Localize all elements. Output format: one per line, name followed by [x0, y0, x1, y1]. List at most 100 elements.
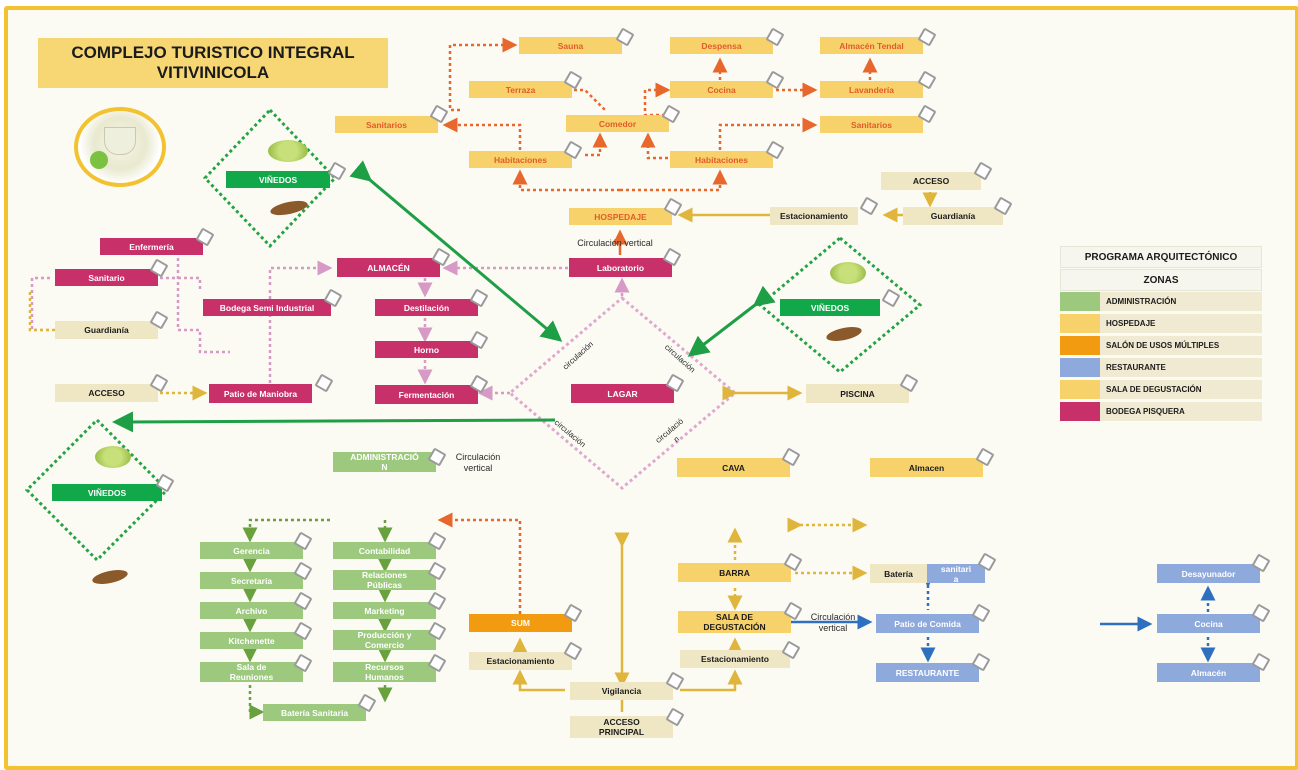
legend-title: PROGRAMA ARQUITECTÓNICO	[1060, 246, 1262, 268]
node-destilacion: Destilación	[375, 299, 478, 316]
node-patio-maniobra: Patio de Maniobra	[209, 384, 312, 403]
grapes-icon	[830, 262, 866, 284]
node-hospedaje: HOSPEDAJE	[569, 208, 672, 225]
node-cocina-restaurante: Cocina	[1157, 614, 1260, 633]
sanitaria-line-2: a	[953, 573, 959, 584]
legend-item: RESTAURANTE	[1060, 358, 1262, 379]
legend-swatch	[1060, 336, 1100, 355]
relaciones-line-1: Relaciones	[362, 570, 407, 580]
node-almacen-tendal: Almacén Tendal	[820, 37, 923, 54]
legend-item: SALÓN DE USOS MÚLTIPLES	[1060, 336, 1262, 357]
legend-swatch	[1060, 292, 1100, 311]
legend-subtitle: ZONAS	[1060, 269, 1262, 291]
node-sauna: Sauna	[519, 37, 622, 54]
legend-item: BODEGA PISQUERA	[1060, 402, 1262, 423]
node-laboratorio: Laboratorio	[569, 258, 672, 277]
label-circulacion-vertical-hospedaje: Circulación vertical	[577, 238, 653, 248]
node-piscina: PISCINA	[806, 384, 909, 403]
node-enfermeria: Enfermería	[100, 238, 203, 255]
title-line-1: COMPLEJO TURISTICO INTEGRAL	[71, 43, 355, 62]
node-restaurante: RESTAURANTE	[876, 663, 979, 682]
relaciones-line-2: Públicas	[367, 580, 402, 590]
node-estacionamiento-sum: Estacionamiento	[469, 652, 572, 670]
node-acceso-bodega: ACCESO	[55, 384, 158, 402]
legend-item: SALA DE DEGUSTACIÓN	[1060, 380, 1262, 401]
node-lavanderia: Lavandería	[820, 81, 923, 98]
acceso-principal-line-2: PRINCIPAL	[598, 727, 645, 737]
produccion-line-2: Comercio	[364, 640, 405, 650]
grapes-icon	[95, 446, 131, 468]
node-archivo: Archivo	[200, 602, 303, 619]
produccion-line-1: Producción y	[357, 630, 412, 640]
rrhh-line-1: Recursos	[365, 662, 404, 672]
node-secretaria: Secretaría	[200, 572, 303, 589]
node-cocina: Cocina	[670, 81, 773, 98]
legend-swatch	[1060, 402, 1100, 421]
node-sanitarios-left: Sanitarios	[335, 116, 438, 133]
administracion-line-1: ADMINISTRACIÓ	[350, 452, 419, 462]
node-guardiania-bodega: Guardianía	[55, 321, 158, 339]
node-fermentacion: Fermentación	[375, 385, 478, 404]
legend-label: BODEGA PISQUERA	[1100, 402, 1262, 421]
node-sanitario: Sanitario	[55, 269, 158, 286]
node-almacen-restaurante: Almacén	[1157, 663, 1260, 682]
sala-degustacion-line-2: DEGUSTACIÓN	[703, 622, 766, 632]
legend-item: HOSPEDAJE	[1060, 314, 1262, 335]
diagram-title: COMPLEJO TURISTICO INTEGRAL VITIVINICOLA	[38, 38, 388, 88]
rrhh-line-2: Humanos	[365, 672, 404, 682]
node-despensa: Despensa	[670, 37, 773, 54]
vinedos-label-2: VIÑEDOS	[780, 299, 880, 316]
legend-item: ADMINISTRACIÓN	[1060, 292, 1262, 313]
legend-label: RESTAURANTE	[1100, 358, 1262, 377]
vinedos-label-3: VIÑEDOS	[52, 484, 162, 501]
node-bateria-restaurante: Batería	[870, 564, 927, 583]
node-habitaciones-right: Habitaciones	[670, 151, 773, 168]
node-cava: CAVA	[677, 458, 790, 477]
sala-reuniones-line-2: Reuniones	[229, 672, 274, 682]
legend-label: SALÓN DE USOS MÚLTIPLES	[1100, 336, 1262, 355]
node-gerencia: Gerencia	[200, 542, 303, 559]
legend-label: SALA DE DEGUSTACIÓN	[1100, 380, 1262, 399]
node-acceso-top: ACCESO	[881, 172, 981, 190]
node-vigilancia: Vigilancia	[570, 682, 673, 700]
node-horno: Horno	[375, 341, 478, 358]
node-lagar: LAGAR	[571, 384, 674, 403]
node-produccion-comercio: Producción y Comercio	[333, 630, 436, 650]
node-terraza: Terraza	[469, 81, 572, 98]
node-kitchenette: Kitchenette	[200, 632, 303, 649]
circ-degustacion-line-2: vertical	[818, 623, 848, 633]
node-desayunador: Desayunador	[1157, 564, 1260, 583]
node-habitaciones-left: Habitaciones	[469, 151, 572, 168]
sala-reuniones-line-1: Sala de	[236, 662, 267, 672]
node-estacionamiento-degustacion: Estacionamiento	[680, 650, 790, 668]
label-circulacion-vertical-admin: Circulación vertical	[445, 452, 511, 474]
node-sala-degustacion: SALA DE DEGUSTACIÓN	[678, 611, 791, 633]
pisco-glass-logo	[74, 107, 166, 187]
node-barra: BARRA	[678, 563, 791, 582]
node-almacen-bodega: ALMACÉN	[337, 258, 440, 277]
node-administracion: ADMINISTRACIÓ N	[333, 452, 436, 472]
circ-vertical-admin-line-1: Circulación	[455, 452, 501, 462]
node-bateria-sanitaria-admin: Batería Sanitaria	[263, 704, 366, 721]
legend-swatch	[1060, 358, 1100, 377]
node-acceso-principal: ACCESO PRINCIPAL	[570, 716, 673, 738]
node-sanitarios-right: Sanitarios	[820, 116, 923, 133]
sanitaria-line-1: sanitari	[940, 563, 972, 574]
node-sanitaria-restaurante: sanitari a	[927, 563, 985, 584]
node-estacionamiento-top: Estacionamiento	[770, 207, 858, 225]
node-bodega-semi-industrial: Bodega Semi Industrial	[203, 299, 331, 316]
legend-label: ADMINISTRACIÓN	[1100, 292, 1262, 311]
legend-swatch	[1060, 314, 1100, 333]
administracion-line-2: N	[381, 462, 388, 472]
legend-swatch	[1060, 380, 1100, 399]
title-line-2: VITIVINICOLA	[156, 63, 270, 82]
node-sum: SUM	[469, 614, 572, 632]
node-guardiania-top: Guardianía	[903, 207, 1003, 225]
vinedos-label-1: VIÑEDOS	[226, 171, 330, 188]
legend-label: HOSPEDAJE	[1100, 314, 1262, 333]
vinedo-diamond-1	[202, 107, 338, 249]
grapes-icon	[268, 140, 308, 162]
acceso-principal-line-1: ACCESO	[603, 717, 640, 727]
node-almacen-sala: Almacen	[870, 458, 983, 477]
